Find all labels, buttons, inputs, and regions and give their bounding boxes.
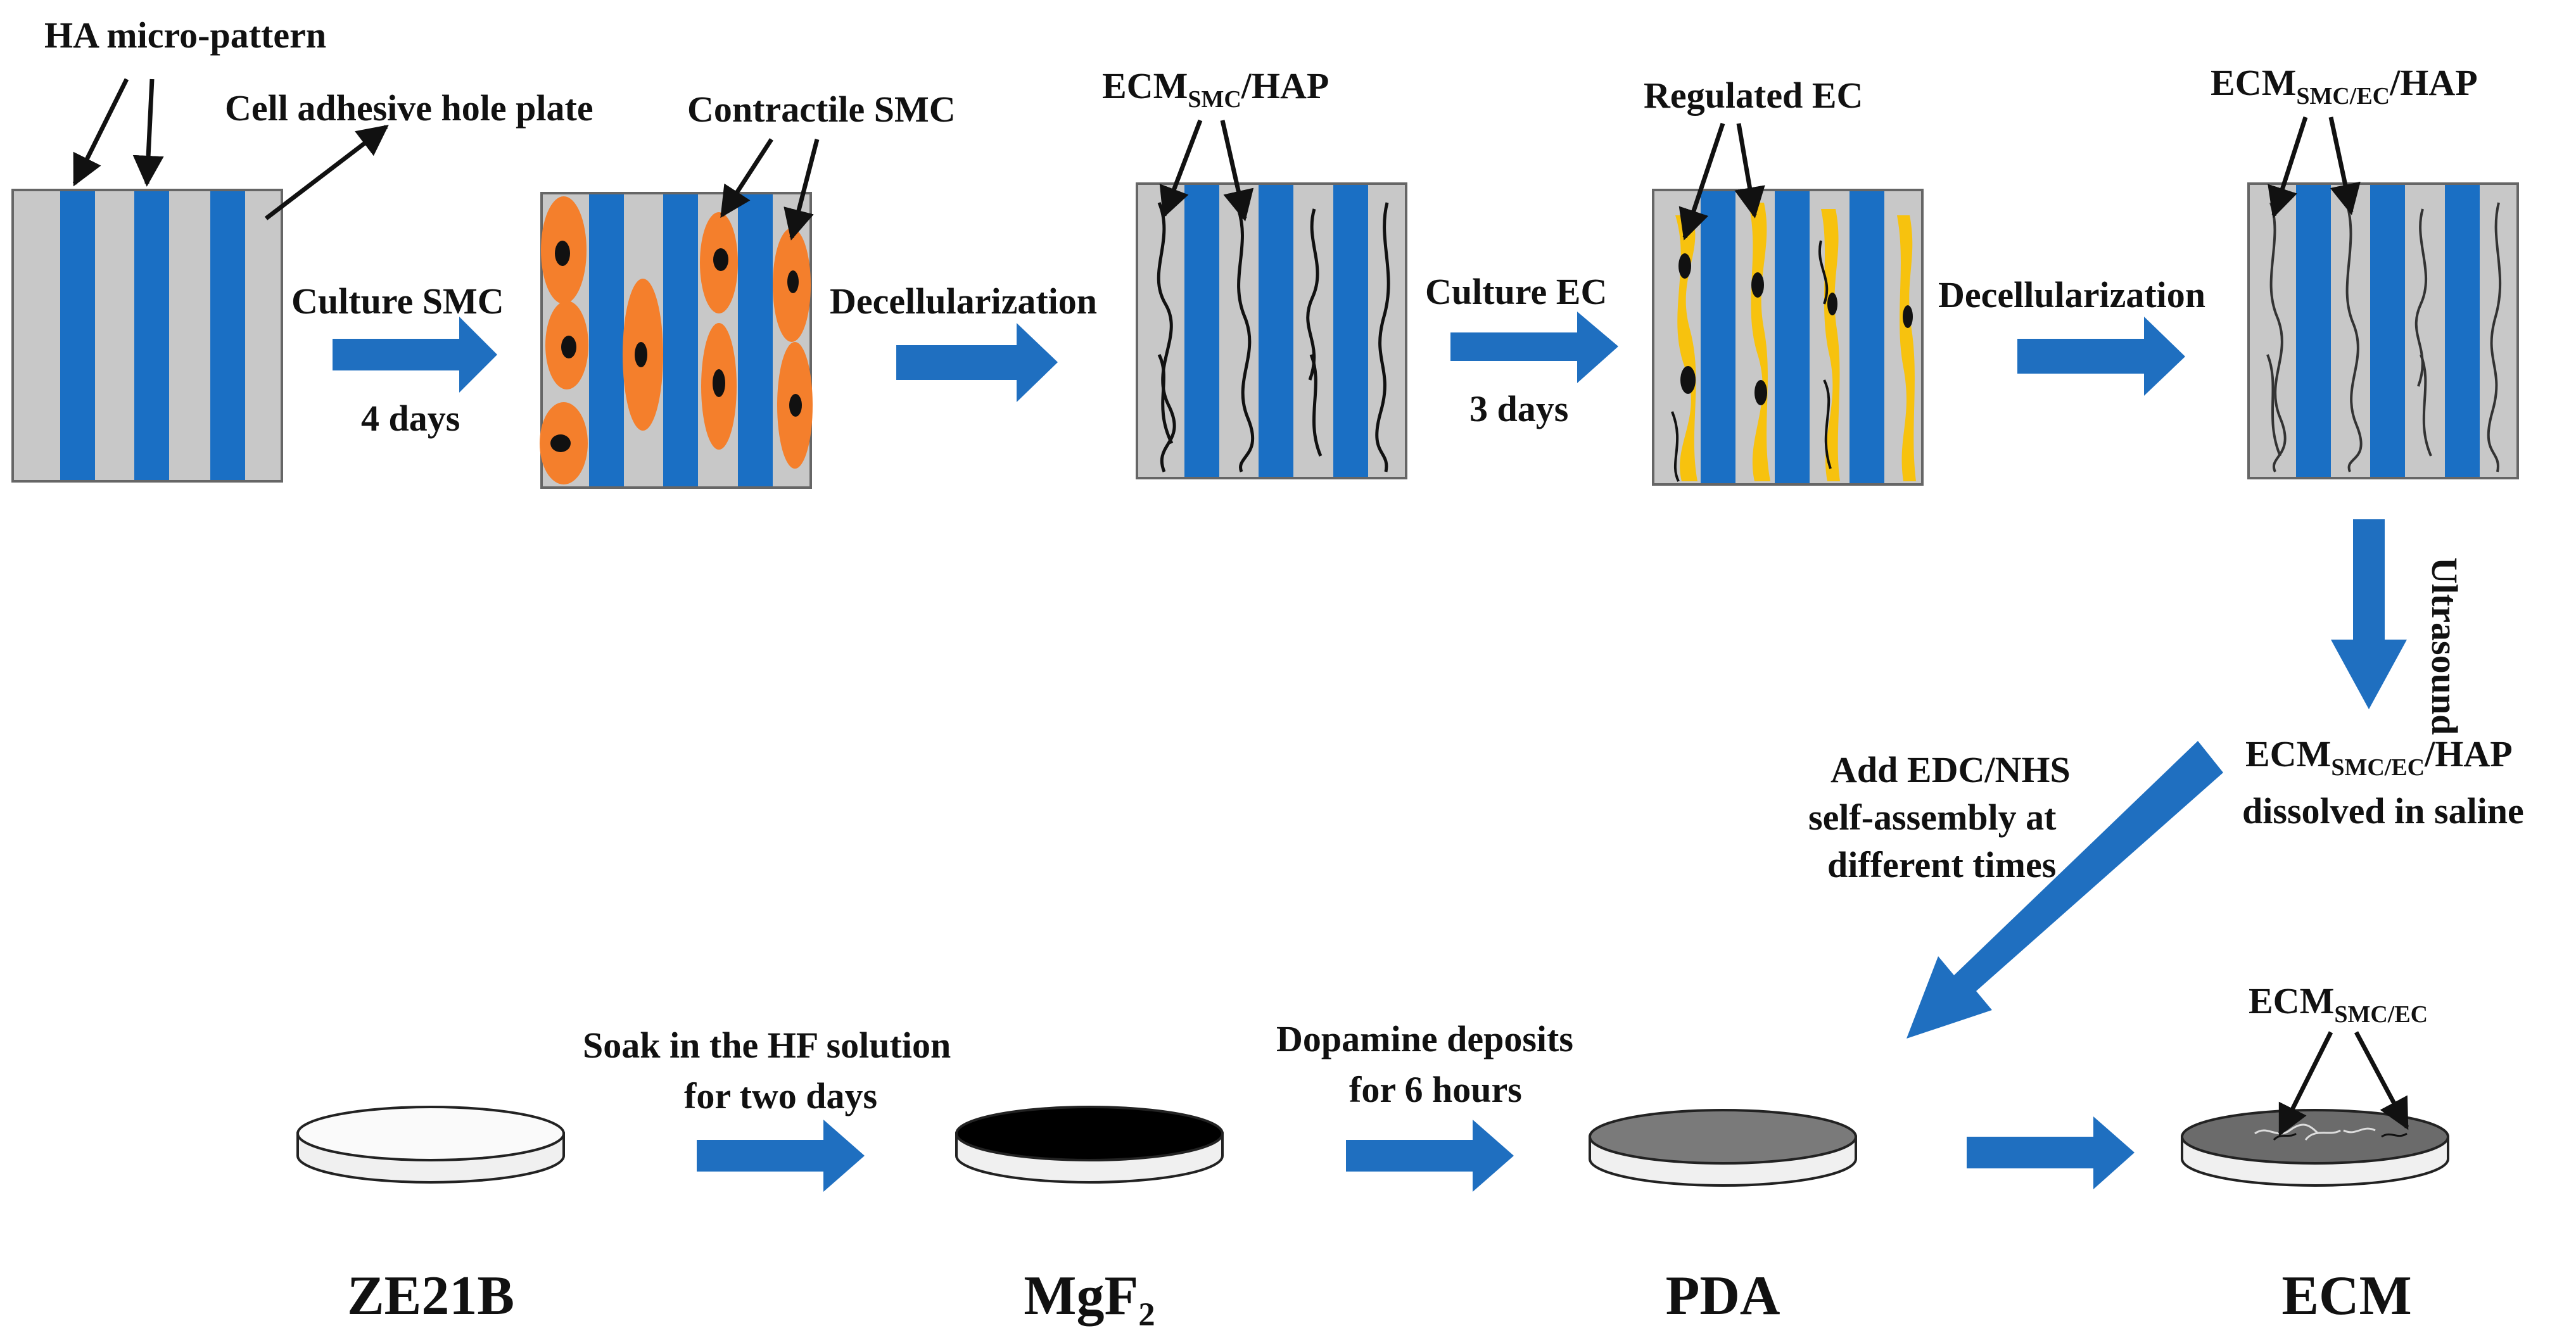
process-arrow-2	[896, 323, 1058, 402]
process-arrow-5	[697, 1120, 865, 1192]
label-disc-ze21b: ZE21B	[347, 1265, 514, 1327]
callout-arrow	[1159, 119, 1203, 218]
plate-1-ha-pattern	[11, 189, 283, 483]
label-disc-pda: PDA	[1666, 1265, 1780, 1327]
label-add-edc-1: Add EDC/NHS	[1830, 749, 2071, 790]
disc-ze21b	[296, 1106, 565, 1184]
callout-arrow	[784, 139, 820, 241]
label-disc-mgf2: MgF₂	[1024, 1265, 1155, 1327]
process-arrows-bottom	[697, 1116, 2135, 1192]
label-decellularization-1: Decellularization	[830, 281, 1097, 322]
callout-arrows	[72, 78, 2409, 1137]
label-soak-hf-1: Soak in the HF solution	[583, 1025, 951, 1066]
process-arrow-6	[1346, 1120, 1514, 1192]
plate-4-regulated-ec	[1652, 189, 1924, 486]
label-culture-smc: Culture SMC	[291, 281, 504, 322]
label-cell-adhesive-hole-plate: Cell adhesive hole plate	[225, 87, 593, 129]
disc-pda	[1589, 1109, 1857, 1187]
plate-3-ecm-smc-hap	[1136, 182, 1407, 479]
process-arrow-ultrasound	[2331, 519, 2407, 709]
label-three-days: 3 days	[1469, 388, 1568, 429]
label-decellularization-2: Decellularization	[1938, 274, 2205, 315]
label-dissolved-line1: ECMSMC/EC/HAP	[2245, 733, 2513, 781]
plate-2-contractile-smc	[540, 192, 813, 489]
label-contractile-smc: Contractile SMC	[687, 89, 956, 130]
label-add-edc-2: self-assembly at	[1808, 797, 2057, 838]
disc-ecm	[2181, 1109, 2449, 1187]
label-dopamine-1: Dopamine deposits	[1276, 1018, 1573, 1059]
label-ha-micro-pattern: HA micro-pattern	[44, 15, 326, 56]
callout-arrow	[720, 138, 773, 218]
label-dissolved-line2: dissolved in saline	[2242, 790, 2524, 831]
callout-arrow	[264, 125, 389, 220]
label-ecm-smc-ec: ECMSMC/EC	[2249, 980, 2428, 1028]
callout-arrow	[1678, 122, 1725, 241]
disc-mgf2	[955, 1106, 1224, 1184]
callout-arrow	[72, 78, 129, 187]
process-arrow-4	[2017, 317, 2185, 396]
label-four-days: 4 days	[361, 398, 460, 439]
callout-arrow	[2268, 116, 2308, 218]
label-culture-ec: Culture EC	[1425, 271, 1607, 312]
label-regulated-ec: Regulated EC	[1644, 75, 1863, 116]
process-arrows-top	[333, 312, 2407, 1039]
callout-arrow	[132, 79, 164, 187]
callout-arrow	[1734, 123, 1765, 218]
process-arrow-7	[1967, 1116, 2135, 1189]
callout-arrow	[2278, 1031, 2333, 1137]
plate-5-ecm-smc-ec-hap	[2247, 182, 2519, 479]
label-ecm-smc-ec-hap: ECMSMC/EC/HAP	[2211, 62, 2478, 110]
callout-arrow	[2328, 117, 2361, 215]
process-arrow-3	[1450, 312, 1618, 383]
label-disc-ecm: ECM	[2281, 1265, 2411, 1327]
label-ultrasound: Ultrasound	[2424, 557, 2465, 735]
label-dopamine-2: for 6 hours	[1349, 1069, 1522, 1110]
process-arrow-diagonal	[1907, 741, 2223, 1039]
process-arrow-1	[333, 317, 497, 393]
label-soak-hf-2: for two days	[684, 1075, 877, 1116]
label-ecm-smc-hap: ECMSMC/HAP	[1102, 65, 1329, 113]
label-add-edc-3: different times	[1827, 844, 2056, 885]
callout-arrow	[2354, 1031, 2409, 1130]
callout-arrow	[1220, 120, 1254, 222]
